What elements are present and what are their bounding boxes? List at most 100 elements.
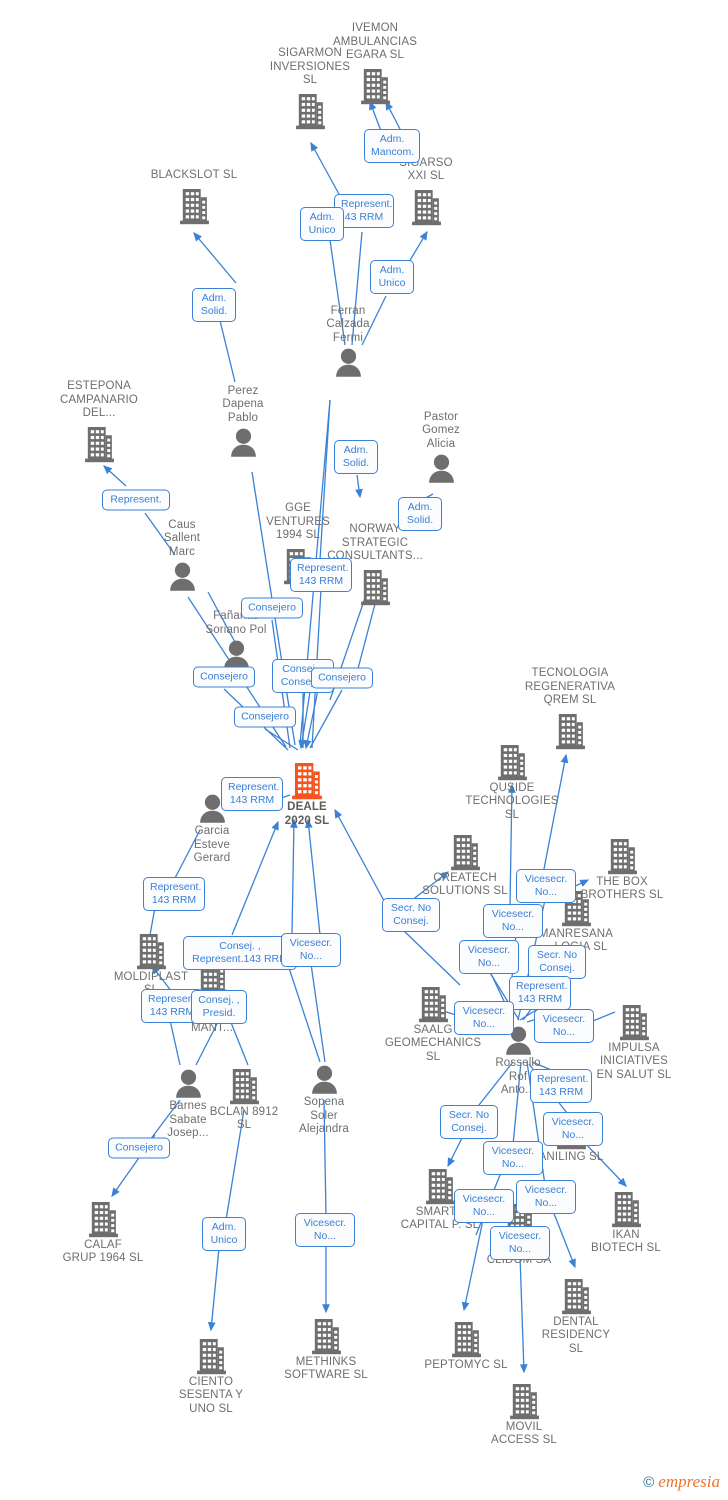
company-node-movil[interactable]: MOVIL ACCESS SL <box>459 1381 589 1448</box>
edge-role-label[interactable]: Represent. 143 RRM <box>221 777 283 811</box>
edge-role-label[interactable]: Vicesecr. No... <box>490 1226 550 1260</box>
graph-edge <box>207 1247 220 1332</box>
edge-role-label[interactable]: Vicesecr. No... <box>454 1189 514 1223</box>
node-label: IMPULSA INICIATIVES EN SALUT SL <box>596 1041 672 1081</box>
company-node-ikan[interactable]: IKAN BIOTECH SL <box>561 1189 691 1256</box>
building-icon <box>179 1066 309 1105</box>
company-node-tecnologia[interactable]: TECNOLOGIA REGENERATIVA QREM SL <box>505 667 635 750</box>
person-icon <box>283 348 413 378</box>
company-node-norway[interactable]: NORWAY STRATEGIC CONSULTANTS... <box>310 523 440 606</box>
edge-role-label[interactable]: Consejero <box>193 666 255 688</box>
company-node-saalg[interactable]: SAALG GEOMECHANICS SL <box>368 984 498 1065</box>
company-node-bclan[interactable]: BCLAN 8912 SL <box>179 1066 309 1133</box>
person-node-perez[interactable]: Perez Dapena Pablo <box>178 385 308 458</box>
company-node-sigarmon[interactable]: SIGARMON INVERSIONES SL <box>245 47 375 130</box>
person-icon <box>171 640 301 670</box>
node-label: ANILING SL <box>538 1150 604 1163</box>
edge-role-label[interactable]: Adm. Solid. <box>398 497 442 531</box>
edge-role-label[interactable]: Vicesecr. No... <box>543 1112 603 1146</box>
building-icon <box>361 187 491 226</box>
building-icon <box>242 760 372 800</box>
node-label: IVEMON AMBULANCIAS EGARA SL <box>332 22 418 61</box>
node-label: MOVIL ACCESS SL <box>491 1420 557 1447</box>
edge-role-label[interactable]: Represent. <box>102 489 170 511</box>
graph-edge <box>355 474 363 499</box>
edge-role-label[interactable]: Vicesecr. No... <box>295 1213 355 1247</box>
edge-role-label[interactable]: Adm. Solid. <box>192 288 236 322</box>
node-label: Ferran Calzada Fermi <box>326 304 370 344</box>
node-label: Garcia Esteve Gerard <box>193 825 231 864</box>
company-node-impulsa[interactable]: IMPULSA INICIATIVES EN SALUT SL <box>569 1002 699 1083</box>
person-node-sopena[interactable]: Sopena Soler Alejandra <box>259 1065 389 1137</box>
building-icon <box>368 984 498 1023</box>
edge-role-label[interactable]: Consejero <box>311 667 373 689</box>
edge-role-label[interactable]: Vicesecr. No... <box>483 904 543 938</box>
edge-role-label[interactable]: Adm. Unico <box>300 207 344 241</box>
edge-role-label[interactable]: Vicesecr. No... <box>281 933 341 967</box>
company-node-createch[interactable]: CREATECH SOLUTIONS SL <box>400 832 530 899</box>
edge-role-label[interactable]: Vicesecr. No... <box>454 1001 514 1035</box>
person-node-pastor[interactable]: Pastor Gomez Alicia <box>376 411 506 484</box>
node-label: BCLAN 8912 SL <box>209 1105 279 1132</box>
node-label: PEPTOMYC SL <box>424 1358 508 1371</box>
edge-role-label[interactable]: Adm. Unico <box>370 260 414 294</box>
company-node-quside[interactable]: QUSIDE TECHNOLOGIES SL <box>447 742 577 823</box>
company-node-estepona[interactable]: ESTEPONA CAMPANARIO DEL... <box>34 380 164 463</box>
company-node-ivemon[interactable]: IVEMON AMBULANCIAS EGARA SL <box>310 22 440 105</box>
edge-role-label[interactable]: Adm. Mancom. <box>364 129 420 163</box>
edge-role-label[interactable]: Consej. , Represent.143 RRM <box>183 936 297 970</box>
graph-edge <box>309 689 343 749</box>
graph-edge <box>264 728 299 751</box>
company-node-smarte[interactable]: SMARTE CAPITAL P. SL <box>375 1166 505 1233</box>
edge-role-label[interactable]: Secr. No Consej. <box>440 1105 498 1139</box>
building-icon <box>261 1316 391 1355</box>
node-label: Sopena Soler Alejandra <box>299 1096 349 1135</box>
person-node-ferran[interactable]: Ferran Calzada Fermi <box>283 305 413 378</box>
edge-role-label[interactable]: Adm. Unico <box>202 1217 246 1251</box>
person-node-caus[interactable]: Caus Sallent Marc <box>117 519 247 592</box>
person-icon <box>259 1065 389 1095</box>
building-icon <box>375 1166 505 1205</box>
edge-role-label[interactable]: Secr. No Consej. <box>528 945 586 979</box>
edge-role-label[interactable]: Represent. 143 RRM <box>290 558 352 592</box>
edge-role-label[interactable]: Represent. 43 RRM <box>334 194 394 228</box>
graph-edge <box>385 100 402 132</box>
person-node-barnes[interactable]: Barnes Sabate Josep... <box>123 1069 253 1141</box>
edge-role-label[interactable]: Consej. , Presid. <box>191 990 247 1024</box>
company-node-thebox[interactable]: THE BOX BROTHERS SL <box>557 836 687 903</box>
graph-edge <box>103 465 127 487</box>
company-node-peptomyc[interactable]: PEPTOMYC SL <box>401 1319 531 1373</box>
edge-role-label[interactable]: Secr. No Consej. <box>382 898 440 932</box>
edge-role-label[interactable]: Consejero <box>234 706 296 728</box>
building-icon <box>569 1002 699 1041</box>
graph-edge <box>447 1135 464 1168</box>
company-node-calaf[interactable]: CALAF GRUP 1964 SL <box>38 1199 168 1266</box>
company-node-adm_unico_b[interactable]: CIENTO SESENTA Y UNO SL <box>146 1336 276 1417</box>
company-node-blackslot[interactable]: BLACKSLOT SL <box>129 169 259 225</box>
edge-role-label[interactable]: Represent. 143 RRM <box>509 976 571 1010</box>
graph-edge <box>408 230 428 263</box>
graph-edge <box>310 963 326 1063</box>
edge-role-label[interactable]: Adm. Solid. <box>334 440 378 474</box>
edge-role-label[interactable]: Vicesecr. No... <box>534 1009 594 1043</box>
person-node-fananas[interactable]: Fañanas Soriano Pol <box>171 610 301 670</box>
building-icon <box>129 186 259 225</box>
empresia-watermark: © empresia <box>643 1472 720 1492</box>
company-node-deale[interactable]: DEALE 2020 SL <box>242 760 372 828</box>
building-icon <box>245 91 375 130</box>
edge-role-label[interactable]: Vicesecr. No... <box>516 1180 576 1214</box>
edge-role-label[interactable]: Consejero <box>241 597 303 619</box>
edge-role-label[interactable]: Represent. 143 RRM <box>530 1069 592 1103</box>
edge-role-label[interactable]: Represent. 143 RRM <box>143 877 205 911</box>
company-node-dental[interactable]: DENTAL RESIDENCY SL <box>511 1276 641 1357</box>
edge-role-label[interactable]: Vicesecr. No... <box>459 940 519 974</box>
company-node-methinks[interactable]: METHINKS SOFTWARE SL <box>261 1316 391 1383</box>
person-node-garcia[interactable]: Garcia Esteve Gerard <box>147 794 277 866</box>
person-node-rossello[interactable]: Rossello Rof Anto... <box>453 1026 583 1098</box>
building-icon <box>146 1336 276 1375</box>
edge-role-label[interactable]: Consejero <box>108 1137 170 1159</box>
edge-role-label[interactable]: Vicesecr. No... <box>483 1141 543 1175</box>
edge-role-label[interactable]: Vicesecr. No... <box>516 869 576 903</box>
node-label: METHINKS SOFTWARE SL <box>284 1355 368 1382</box>
